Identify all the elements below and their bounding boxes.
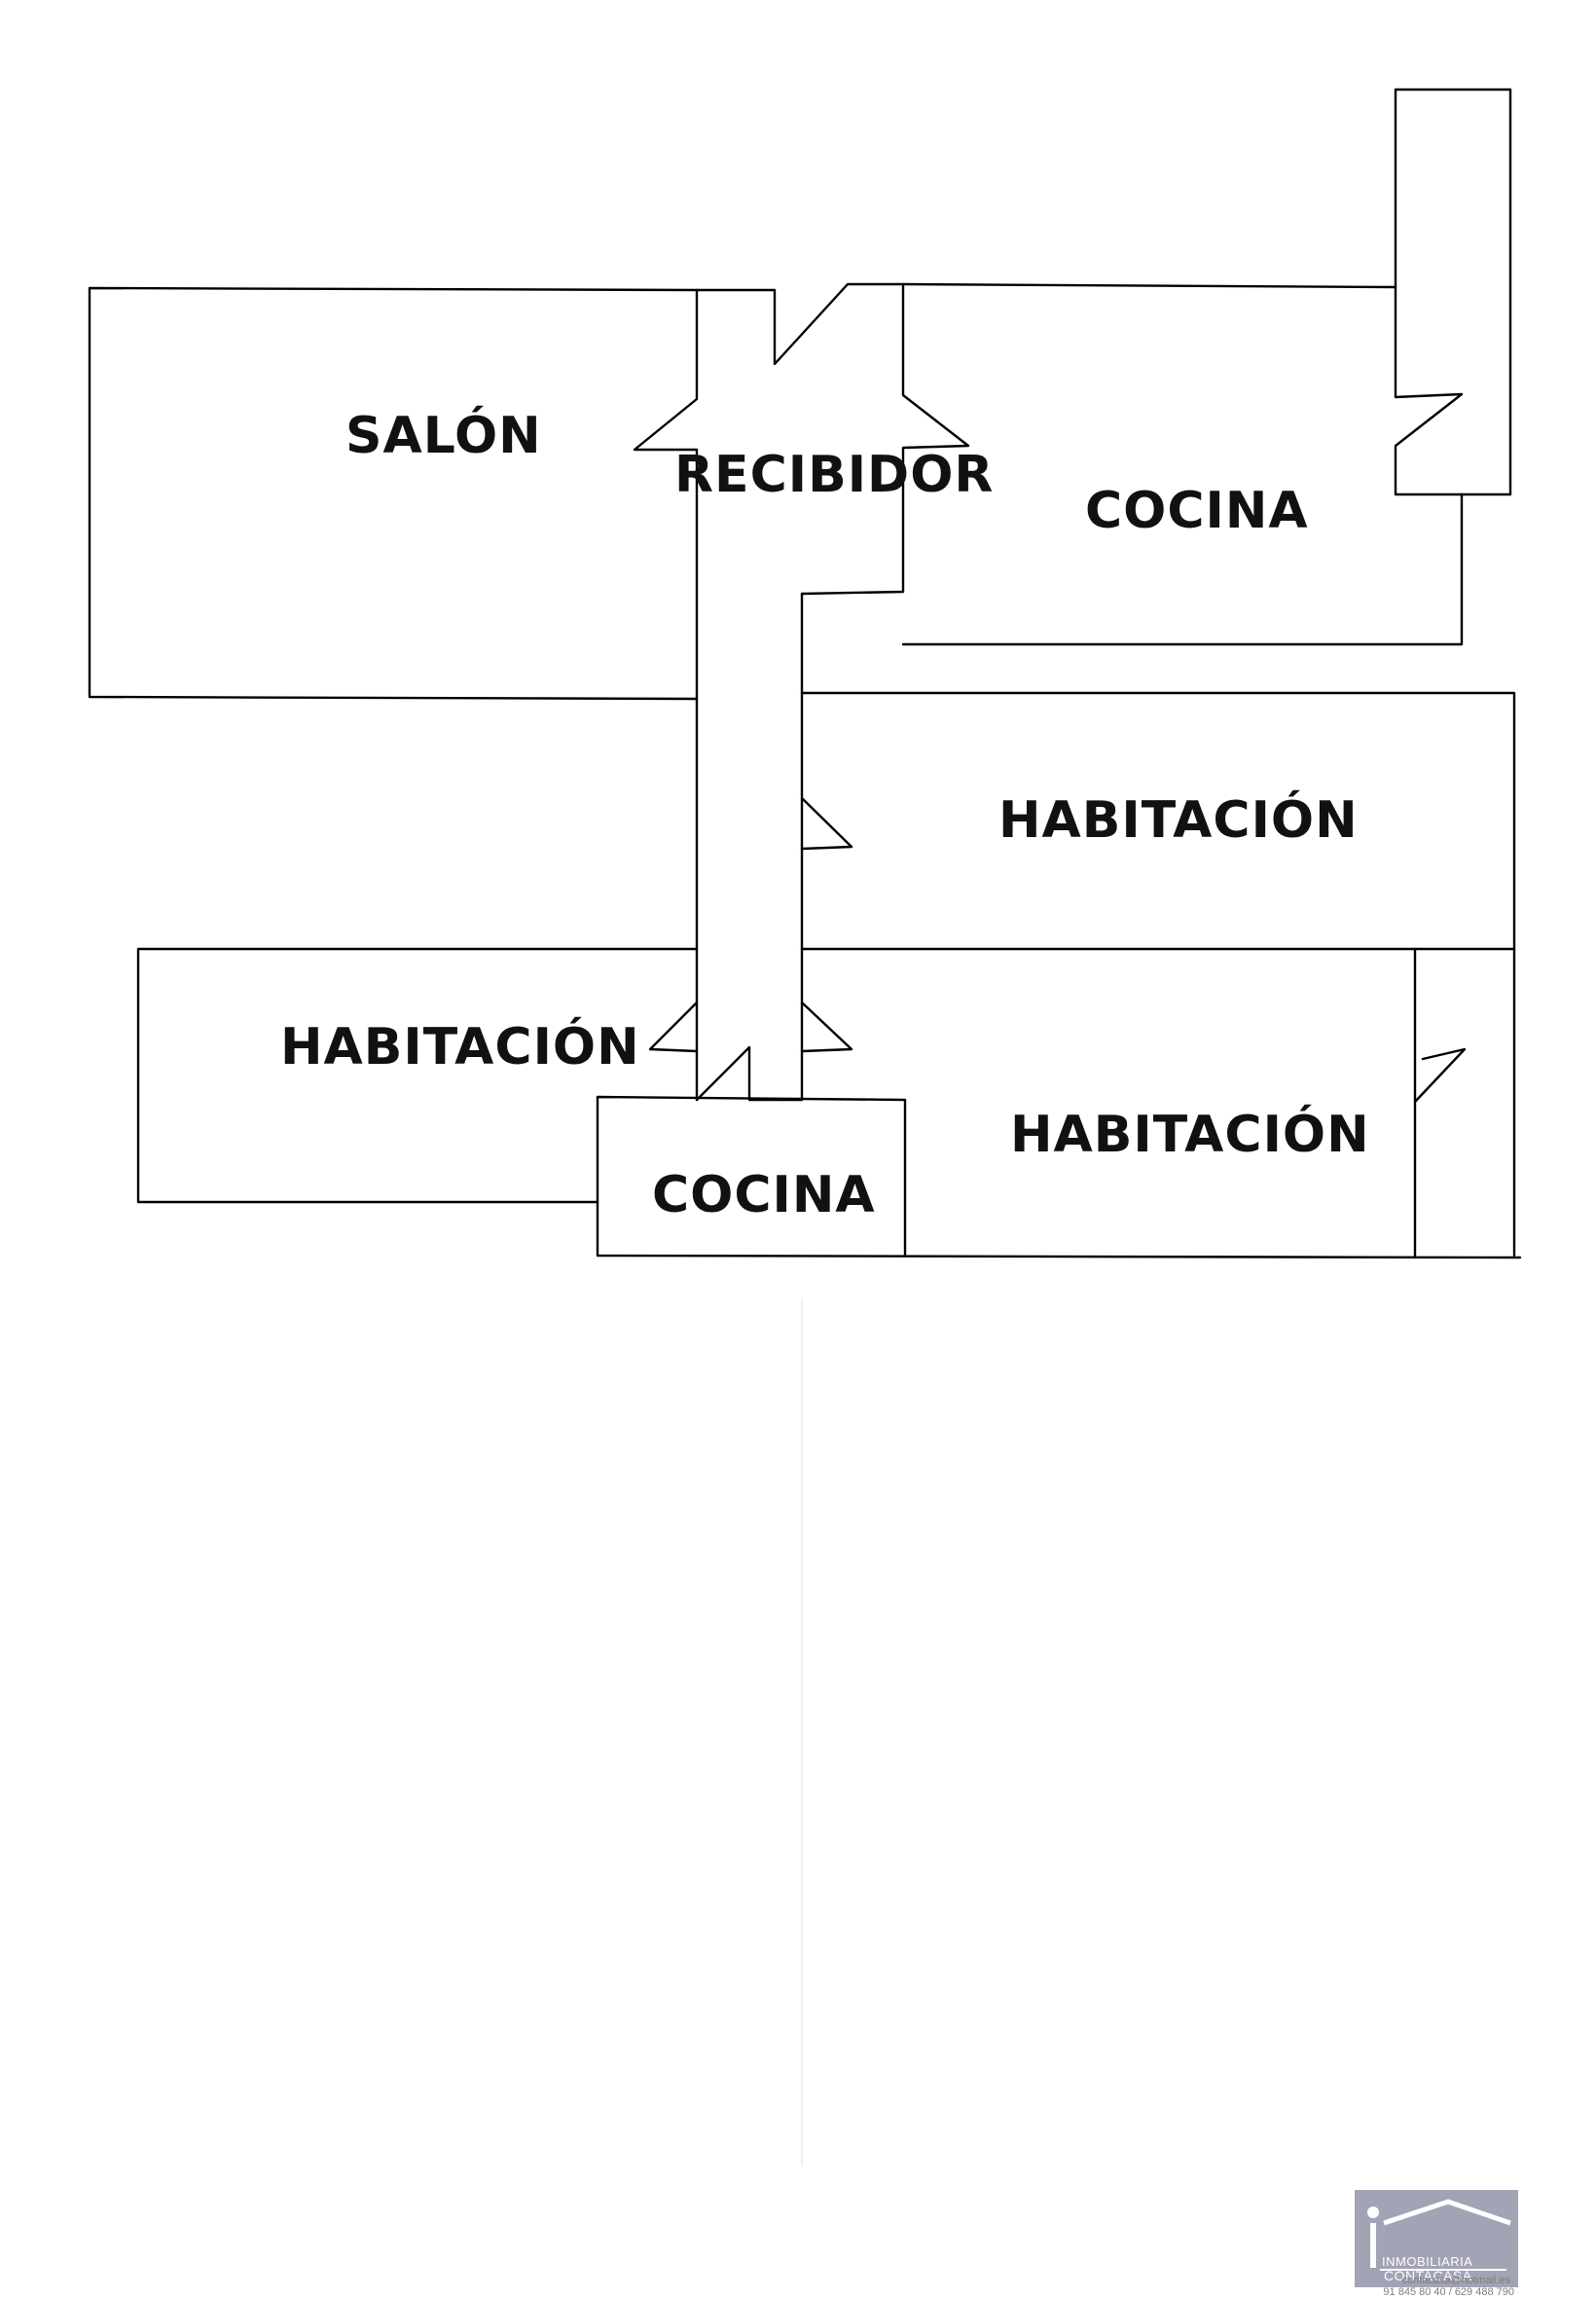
logo-text-line1: INMOBILIARIA <box>1382 2254 1473 2269</box>
house-roof-icon <box>1367 2199 1511 2271</box>
room-label-habitacion-left: HABITACIÓN <box>280 1016 640 1076</box>
room-labels: SALÓN RECIBIDOR COCINA HABITACIÓN HABITA… <box>280 405 1370 1224</box>
room-label-cocina-bottom: COCINA <box>652 1166 876 1224</box>
logo-text-line2: CONTACASA <box>1384 2268 1472 2283</box>
contact-phone: 91 845 80 40 / 629 488 790 <box>1383 2286 1514 2298</box>
room-label-cocina-top: COCINA <box>1085 482 1309 540</box>
room-label-habitacion-right: HABITACIÓN <box>998 789 1359 850</box>
walls <box>88 88 1522 1259</box>
room-label-recibidor: RECIBIDOR <box>674 446 994 504</box>
company-logo: INMOBILIARIA CONTACASA <box>1355 2190 1518 2287</box>
room-label-salon: SALÓN <box>345 405 542 465</box>
room-label-habitacion-bottom: HABITACIÓN <box>1010 1104 1370 1164</box>
contact-email: contacasa@hotmail.es <box>1401 2275 1510 2286</box>
